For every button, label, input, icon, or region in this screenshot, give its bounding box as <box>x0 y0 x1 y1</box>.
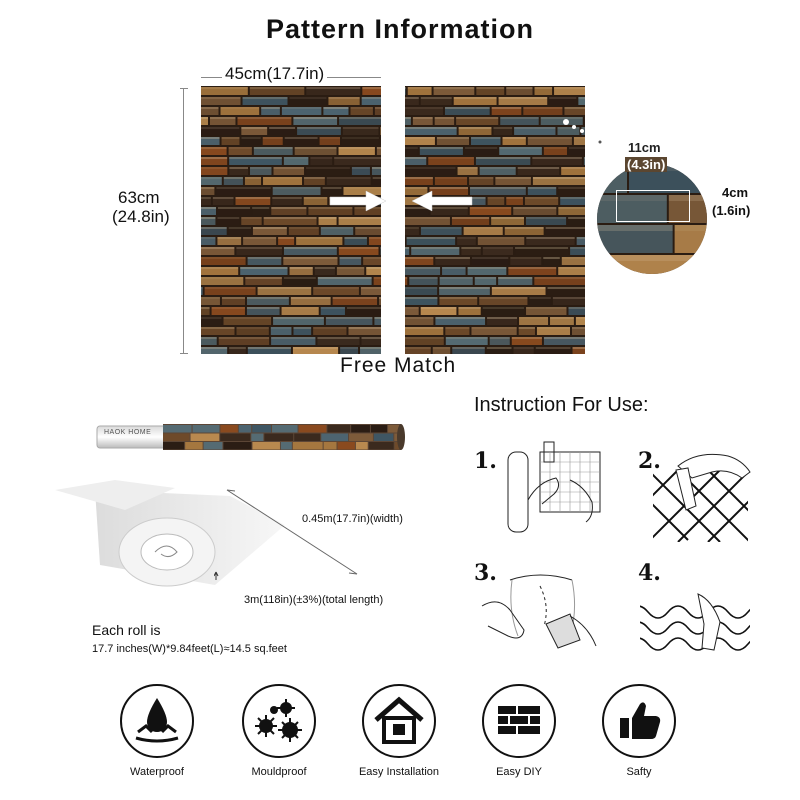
height-label-in: (24.8in) <box>112 207 170 227</box>
step-number-3: 3. <box>474 560 497 586</box>
unrolled-paper-illustration <box>55 480 285 587</box>
height-tick-bottom <box>180 353 188 354</box>
feature-easy-installation: Easy Installation <box>354 684 444 778</box>
single-brick-outline <box>616 190 690 222</box>
mouldproof-icon <box>242 684 316 758</box>
brick-height-cm: 4cm <box>722 185 749 200</box>
feature-mouldproof: Mouldproof <box>234 684 324 778</box>
feature-label: Safty <box>626 766 652 778</box>
arrow-left-icon <box>411 190 473 212</box>
roll-width-label: 0.45m(17.7in)(width) <box>302 513 403 525</box>
feature-label: Mouldproof <box>251 766 307 778</box>
step-2-illustration <box>653 453 751 542</box>
each-roll-detail: 17.7 inches(W)*9.84feet(L)≈14.5 sq.feet <box>92 643 287 655</box>
step-4-illustration <box>640 593 750 651</box>
stone-texture <box>201 86 381 354</box>
brick-wall-icon <box>482 684 556 758</box>
height-label-cm: 63cm <box>118 186 160 210</box>
step-1-illustration <box>507 441 601 533</box>
house-icon <box>362 684 436 758</box>
each-roll-label: Each roll is <box>92 622 161 638</box>
page-title: Pattern Information <box>265 14 534 44</box>
stone-texture <box>405 86 585 354</box>
brick-width-cm: 11cm <box>628 140 661 155</box>
height-tick-top <box>180 88 188 89</box>
roll-brand-label: HAOK HOME <box>104 429 152 436</box>
height-dimension-line <box>183 88 184 353</box>
stone-panel-right <box>405 86 585 354</box>
brick-height-in: (1.6in) <box>712 203 751 218</box>
zoom-indicator-dots <box>563 119 602 144</box>
roll-image <box>96 424 405 450</box>
feature-easy-diy: Easy DIY <box>474 684 564 778</box>
width-label: 45cm(17.7in) <box>222 64 328 84</box>
step-number-4: 4. <box>638 560 661 586</box>
step-number-2: 2. <box>638 448 661 474</box>
feature-safty: Safty <box>594 684 684 778</box>
roll-length-label: 3m(118in)(±3%)(total length) <box>244 594 384 606</box>
feature-waterproof: Waterproof <box>112 684 202 778</box>
roll-length-arrow <box>214 571 219 580</box>
roll-width-arrow <box>226 489 358 575</box>
arrow-right-icon <box>329 190 387 212</box>
thumbs-up-icon <box>602 684 676 758</box>
feature-label: Easy Installation <box>358 766 440 778</box>
stone-panel-left <box>201 86 381 354</box>
free-match-label: Free Match <box>340 354 457 377</box>
instruction-title: Instruction For Use: <box>474 394 649 416</box>
waterproof-icon <box>120 684 194 758</box>
feature-label: Easy DIY <box>496 766 542 778</box>
step-3-illustration <box>481 574 597 649</box>
step-number-1: 1. <box>474 448 497 474</box>
brick-width-in: (4.3in) <box>625 157 668 172</box>
feature-label: Waterproof <box>129 766 184 778</box>
wallpaper-roll-small <box>95 420 407 463</box>
